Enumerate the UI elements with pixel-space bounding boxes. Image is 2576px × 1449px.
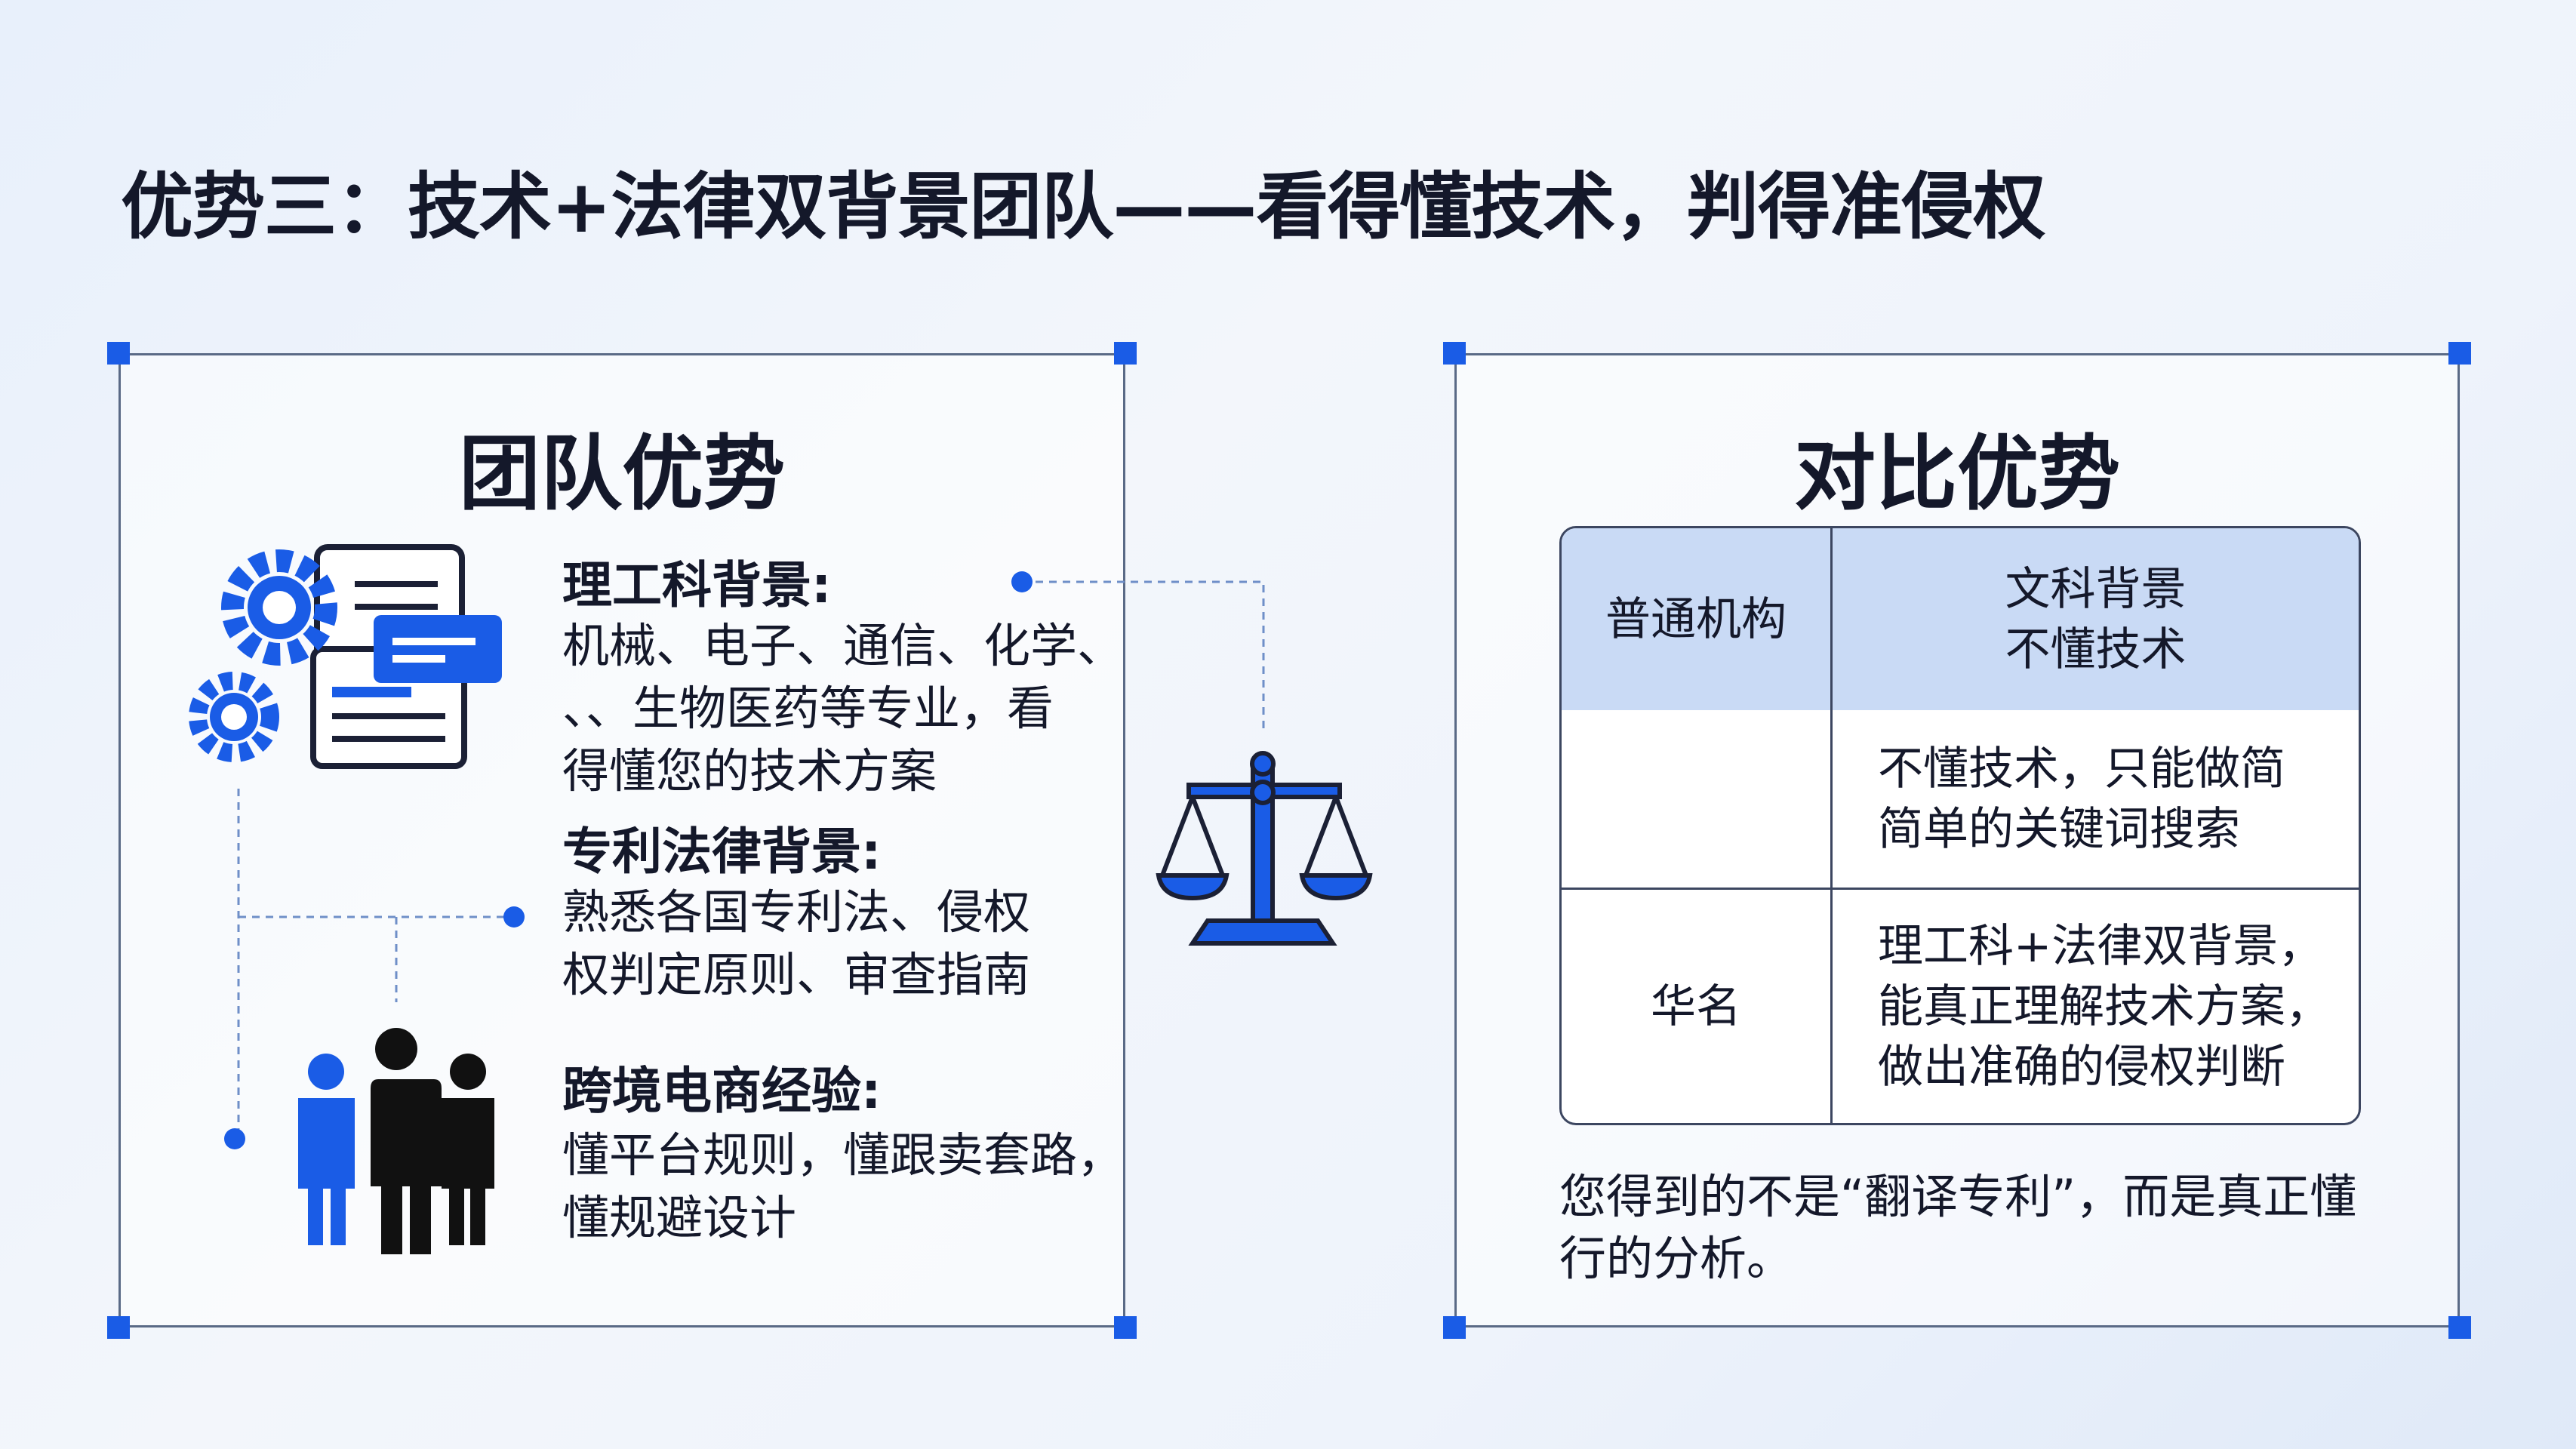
- header-line: 不懂技术: [2005, 623, 2187, 676]
- section-line: 机械、电子、通信、化学、: [562, 618, 1125, 673]
- header-cell: 文科背景不懂技术: [1833, 528, 2359, 710]
- gears-document-icon: [189, 544, 502, 769]
- section-line: 懂规避设计: [562, 1190, 797, 1245]
- section-label: 专利法律背景:: [562, 823, 882, 881]
- section-line: 懂平台规则，懂跟卖套路，: [562, 1128, 1125, 1183]
- comparison-table: 普通机构 文科背景不懂技术 不懂技术，只能做简简单的关键词搜索 华名 理工科+法…: [1559, 526, 2361, 1125]
- section-line: 得懂您的技术方案: [562, 743, 937, 798]
- table-cell: [1562, 710, 1833, 890]
- corner-marker: [1114, 342, 1137, 365]
- cell-line: 理工科+法律双背景，: [1878, 919, 2324, 973]
- table-header-row: 普通机构 文科背景不懂技术: [1562, 528, 2359, 710]
- panel-heading: 对比优势: [1793, 427, 2120, 521]
- connector-lines: [237, 580, 1265, 1139]
- people-icon: [298, 1028, 494, 1254]
- cell-line: 能真正理解技术方案，: [1878, 980, 2331, 1033]
- scale-icon: [1156, 751, 1373, 946]
- section-label: 理工科背景:: [562, 556, 832, 614]
- corner-marker: [107, 1316, 130, 1339]
- section-line: 权判定原则、审查指南: [562, 947, 1031, 1002]
- connector-dots: [224, 571, 1033, 1149]
- page-title: 优势三：技术+法律双背景团队——看得懂技术，判得准侵权: [121, 165, 2045, 249]
- header-cell: 普通机构: [1562, 528, 1833, 710]
- cell-line: 做出准确的侵权判断: [1878, 1040, 2285, 1094]
- table-cell: 不懂技术，只能做简简单的关键词搜索: [1833, 710, 2359, 890]
- table-row: 华名 理工科+法律双背景， 能真正理解技术方案， 做出准确的侵权判断: [1562, 890, 2359, 1123]
- header-line: 文科背景: [2005, 562, 2187, 616]
- section-line: 熟悉各国专利法、侵权: [562, 884, 1031, 940]
- corner-marker: [107, 342, 130, 365]
- corner-marker: [1443, 1316, 1466, 1339]
- cell-line: 简单的关键词搜索: [1878, 802, 2240, 856]
- corner-marker: [1114, 1316, 1137, 1339]
- table-cell: 理工科+法律双背景， 能真正理解技术方案， 做出准确的侵权判断: [1833, 890, 2359, 1123]
- corner-marker: [2448, 342, 2471, 365]
- corner-marker: [2448, 1316, 2471, 1339]
- summary-note: 您得到的不是“翻译专利”，而是真正懂行的分析。: [1559, 1169, 2357, 1286]
- section-label: 跨境电商经验:: [562, 1062, 882, 1120]
- corner-marker: [1443, 342, 1466, 365]
- panel-heading: 团队优势: [458, 427, 785, 521]
- cell-line: 不懂技术，只能做简: [1878, 742, 2285, 795]
- table-cell: 华名: [1562, 890, 1833, 1123]
- team-advantage-panel: 团队优势: [118, 353, 1125, 1327]
- table-row: 不懂技术，只能做简简单的关键词搜索: [1562, 710, 2359, 890]
- section-line: 、、生物医药等专业，看: [562, 681, 1054, 736]
